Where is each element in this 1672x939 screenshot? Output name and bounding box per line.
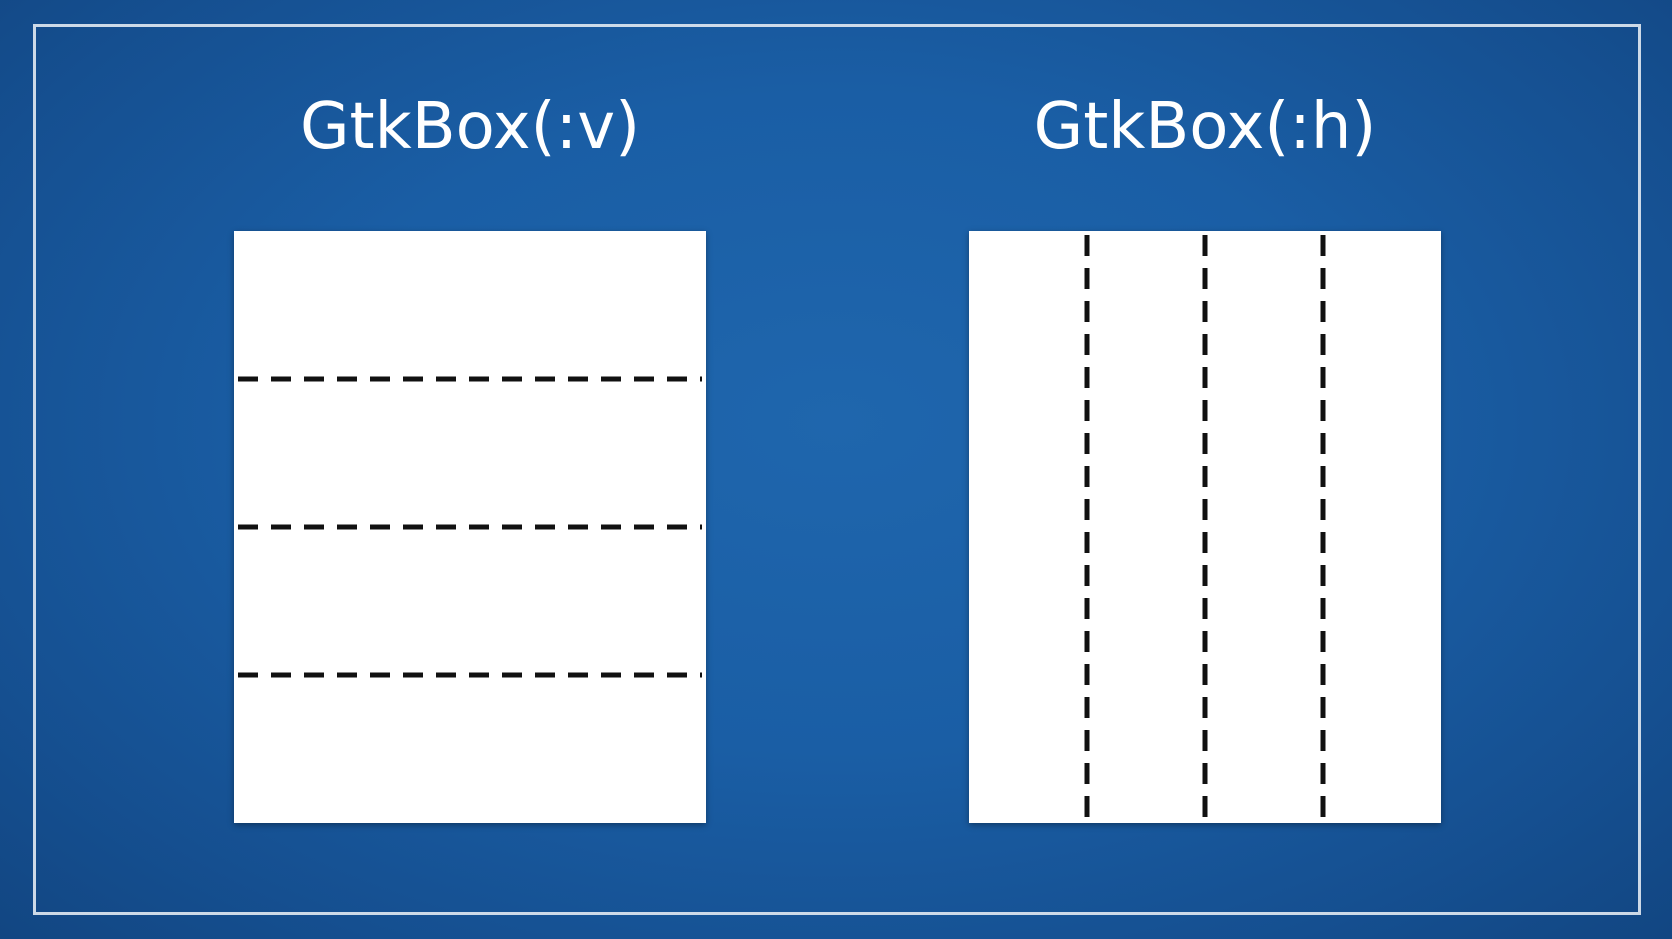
vertical-box-title: GtkBox(:v) xyxy=(299,90,641,164)
vertical-box-diagram xyxy=(234,231,706,823)
horizontal-box-diagram xyxy=(969,231,1441,823)
horizontal-box-dividers xyxy=(1084,235,1326,819)
blueprint-frame xyxy=(33,24,1641,915)
horizontal-box-title: GtkBox(:h) xyxy=(1033,90,1377,164)
vertical-box-dividers xyxy=(238,376,702,678)
